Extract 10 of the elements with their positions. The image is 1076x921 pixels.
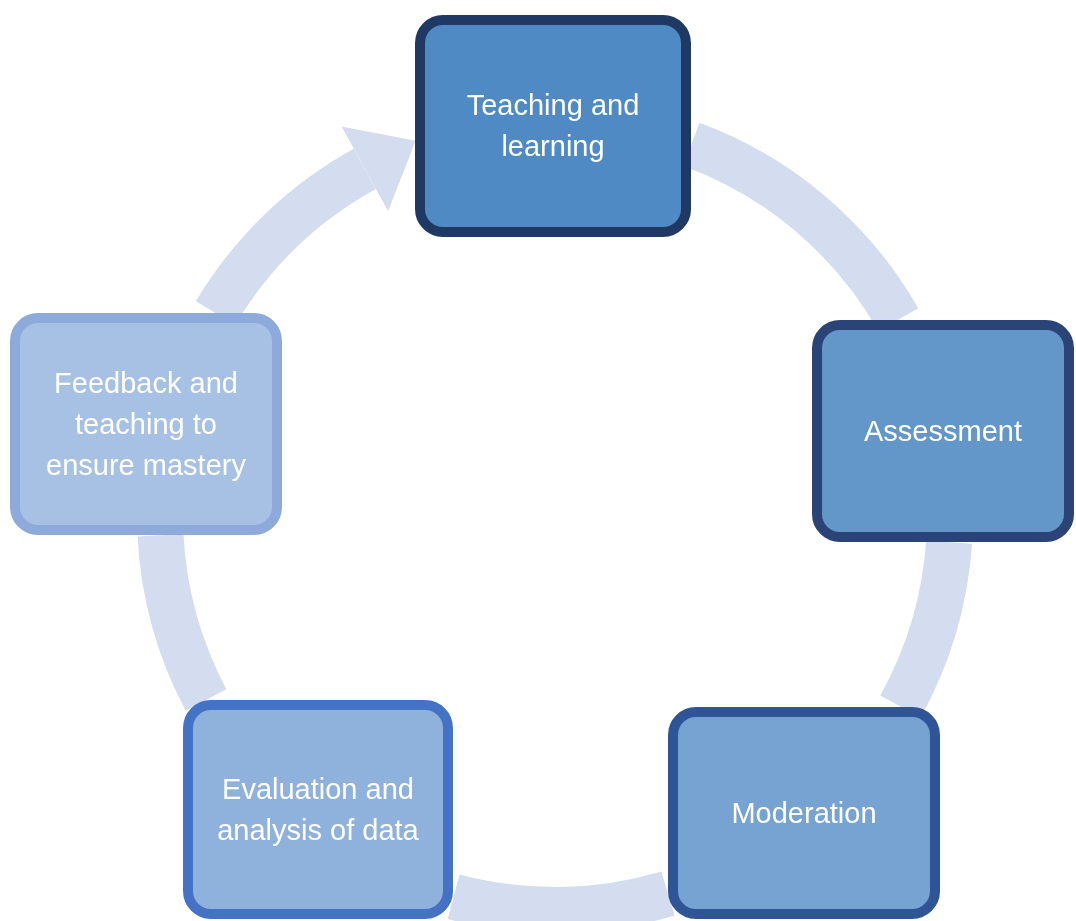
box-label: Moderation bbox=[731, 795, 877, 831]
process-box bbox=[10, 313, 282, 535]
box-label: Feedback and teaching to ensure mastery bbox=[45, 365, 247, 483]
process-box bbox=[812, 320, 1074, 542]
process-box bbox=[415, 15, 691, 237]
box-label: Evaluation and analysis of data bbox=[216, 771, 420, 848]
box-label: Assessment bbox=[864, 413, 1022, 449]
process-box bbox=[668, 707, 940, 919]
box-label: Teaching and learning bbox=[465, 88, 641, 164]
process-box bbox=[183, 700, 453, 919]
